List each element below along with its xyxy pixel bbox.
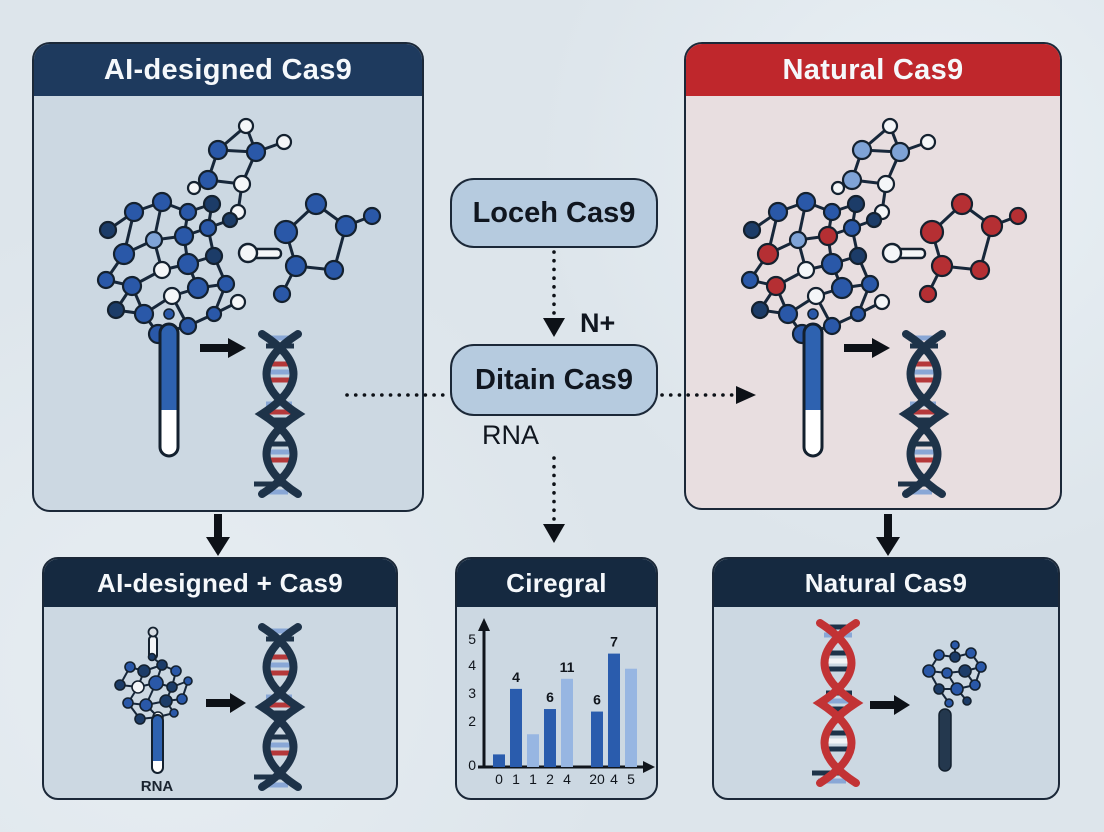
panel-title: Ciregral — [457, 559, 656, 607]
molecule-cluster-icon — [114, 652, 193, 725]
dna-helix-icon — [898, 330, 950, 498]
natural-cas9-result-illustration — [812, 619, 987, 787]
flow-box-ditain-cas9: Ditain Cas9 — [450, 344, 658, 416]
ai-designed-plus-cas9-illustration: RNA — [114, 623, 306, 795]
svg-text:0: 0 — [468, 757, 476, 773]
svg-text:2: 2 — [468, 713, 476, 729]
rna-rod-icon — [151, 714, 164, 774]
svg-text:7: 7 — [610, 634, 618, 650]
panel-natural-cas9-bottom: Natural Cas9 — [712, 557, 1060, 800]
svg-text:1: 1 — [512, 771, 520, 787]
guide-rod-icon — [158, 308, 180, 458]
dna-helix-icon — [254, 623, 306, 791]
svg-text:6: 6 — [593, 692, 601, 708]
panel-ai-designed-cas9: AI-designed Cas9 — [32, 42, 424, 512]
guide-rod-icon — [802, 308, 824, 458]
molecule-ring-icon — [186, 117, 293, 221]
svg-text:5: 5 — [468, 631, 476, 647]
panel-title: AI-designed + Cas9 — [44, 559, 396, 607]
rna-flow-label: RNA — [482, 420, 540, 450]
svg-text:0: 0 — [495, 771, 503, 787]
dark-rod-icon — [938, 708, 952, 772]
pin-icon — [237, 242, 283, 264]
molecule-pentagon-icon — [918, 192, 1028, 304]
svg-text:4: 4 — [563, 771, 571, 787]
rna-caption: RNA — [141, 778, 174, 795]
svg-text:11: 11 — [560, 659, 575, 675]
svg-text:4: 4 — [610, 771, 618, 787]
flow-box-label: Loceh Cas9 — [472, 196, 636, 229]
dna-helix-red-icon — [812, 619, 864, 787]
arrow-down-icon — [206, 514, 230, 556]
arrow-right-icon — [870, 695, 910, 715]
svg-text:20: 20 — [589, 771, 605, 787]
svg-text:2: 2 — [546, 771, 554, 787]
molecule-cluster-icon — [922, 640, 987, 708]
panel-natural-cas9: Natural Cas9 — [684, 42, 1062, 510]
svg-text:3: 3 — [468, 685, 476, 701]
panel-ai-designed-plus-cas9: AI-designed + Cas9 RNA — [42, 557, 398, 800]
svg-text:5: 5 — [627, 771, 635, 787]
svg-text:1: 1 — [529, 771, 537, 787]
svg-text:4: 4 — [468, 657, 476, 673]
arrow-right-icon — [206, 693, 246, 713]
arrow-right-icon — [844, 338, 890, 358]
dotted-arrowhead-down-2 — [543, 524, 565, 543]
n-plus-label: N+ — [580, 308, 616, 338]
dotted-arrowhead-down-1 — [543, 318, 565, 337]
flow-box-loceh-cas9: Loceh Cas9 — [450, 178, 658, 248]
svg-text:6: 6 — [546, 689, 554, 705]
pin-icon — [147, 626, 159, 660]
molecule-cluster-icon — [96, 191, 247, 345]
panel-title: Natural Cas9 — [714, 559, 1058, 607]
pin-icon — [881, 242, 927, 264]
panel-title: Natural Cas9 — [686, 44, 1060, 96]
ai-designed-illustration — [96, 117, 382, 498]
arrow-right-icon — [200, 338, 246, 358]
molecule-cluster-icon — [740, 191, 891, 345]
natural-cas9-illustration — [740, 117, 1028, 498]
dna-helix-icon — [254, 330, 306, 498]
svg-text:4: 4 — [512, 669, 520, 685]
molecule-pentagon-icon — [272, 192, 382, 304]
panel-title: AI-designed Cas9 — [34, 44, 422, 96]
flow-box-label: Ditain Cas9 — [475, 363, 633, 396]
molecule-ring-icon — [830, 117, 937, 221]
arrow-down-icon — [876, 514, 900, 556]
